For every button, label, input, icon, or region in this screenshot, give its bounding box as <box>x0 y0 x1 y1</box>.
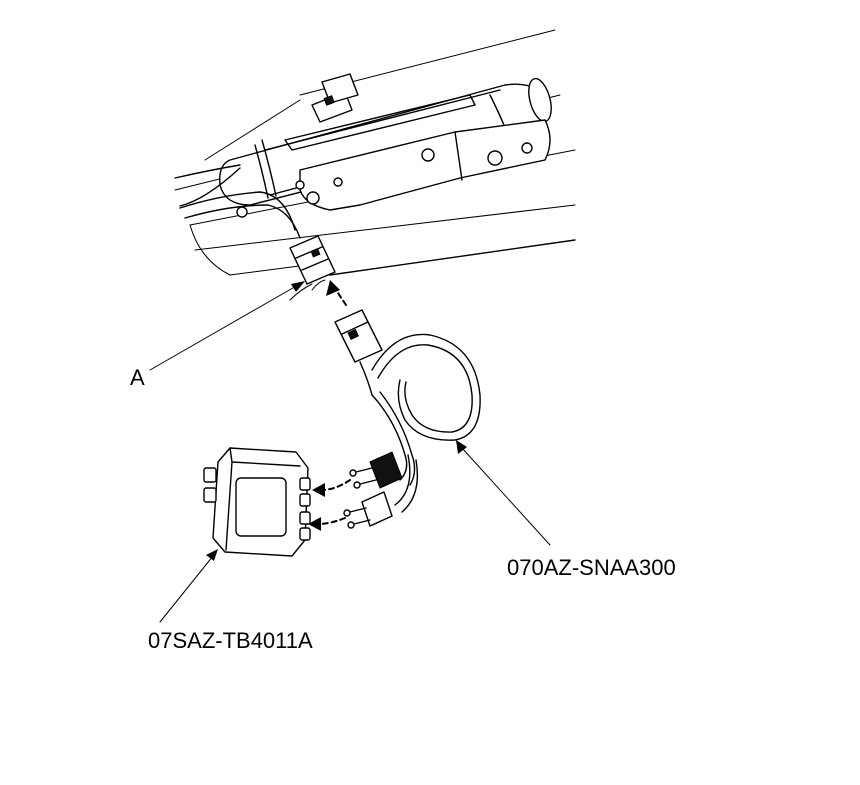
label-harness-tool: 070AZ-SNAA300 <box>507 555 676 580</box>
test-box <box>203 447 311 557</box>
leader-a <box>149 279 326 371</box>
leader-harness-tool <box>456 440 551 546</box>
mounting-bracket <box>236 119 551 218</box>
tube-connector <box>311 73 359 123</box>
plug-arrows <box>308 479 351 531</box>
harness-tool <box>334 309 481 529</box>
connector-a <box>289 235 336 285</box>
label-test-box: 07SAZ-TB4011A <box>148 628 313 653</box>
leader-test-box <box>159 549 218 623</box>
connect-arrow <box>326 280 347 306</box>
label-a: A <box>130 365 145 390</box>
vehicle-structure <box>174 29 576 276</box>
